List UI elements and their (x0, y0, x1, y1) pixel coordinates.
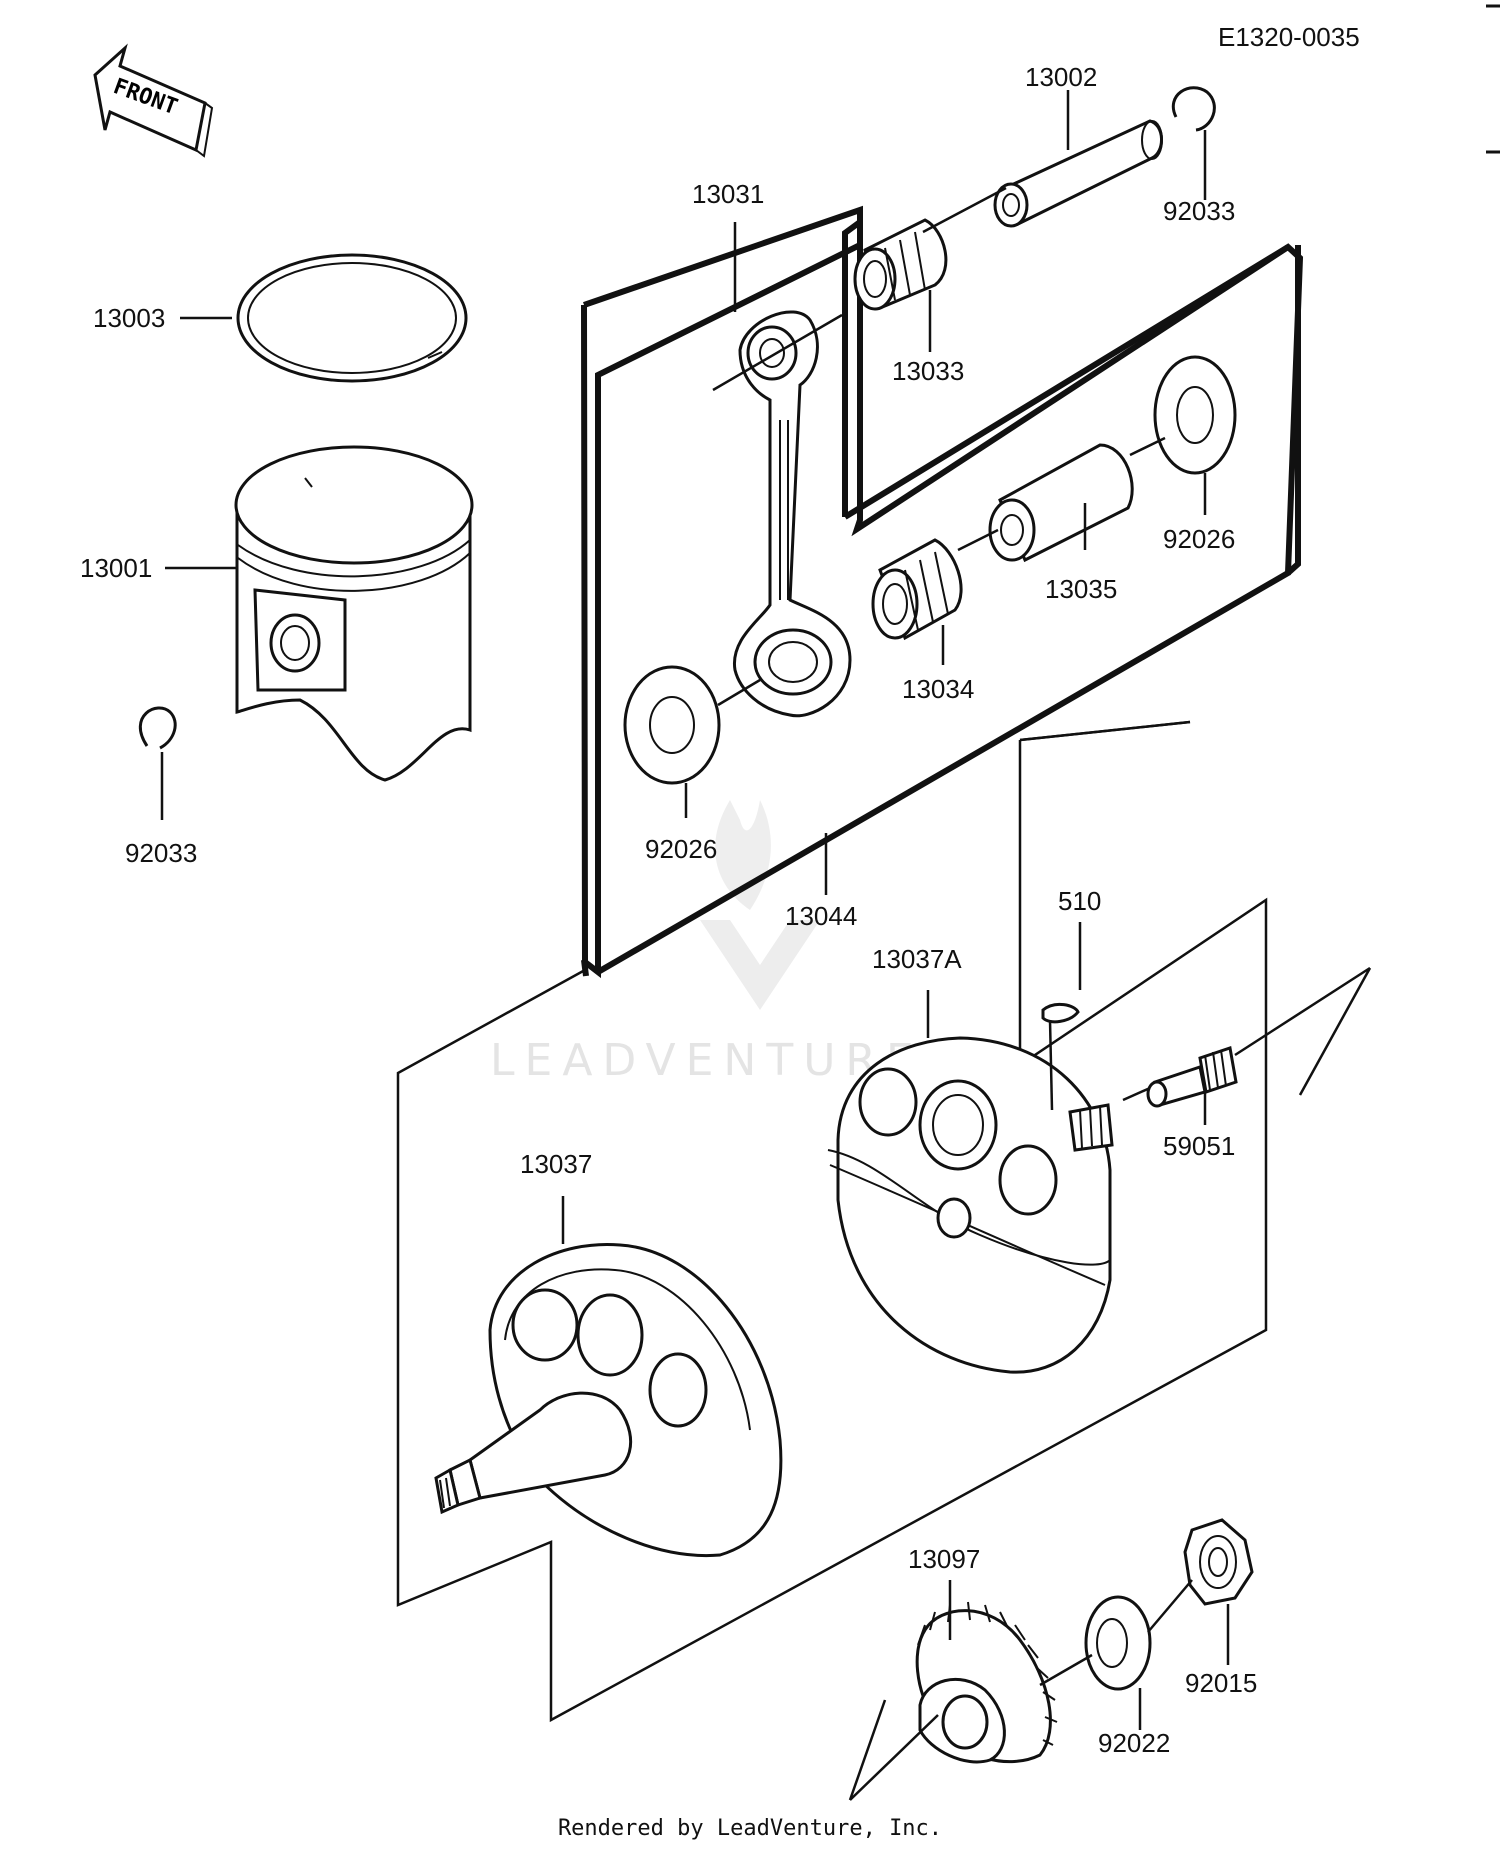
part-label-92033-right: 92033 (1163, 196, 1235, 226)
part-label-13003: 13003 (93, 303, 165, 333)
thrust-washer-92026-right (1153, 355, 1237, 475)
part-labels: 13002 92033 13031 13003 13033 13001 9202… (80, 62, 1257, 1758)
part-label-13037A: 13037A (872, 944, 962, 974)
lock-washer-92022 (1084, 1595, 1152, 1691)
pinion-59051 (1146, 1046, 1238, 1108)
part-label-92015: 92015 (1185, 1668, 1257, 1698)
circlip-92033-right (1172, 86, 1216, 132)
part-label-92033-left: 92033 (125, 838, 197, 868)
crank-half-13037 (434, 1242, 783, 1558)
needle-bearing-13034 (871, 538, 963, 641)
part-label-92026-left: 92026 (645, 834, 717, 864)
nut-92015 (1183, 1518, 1254, 1606)
key-510 (1041, 1002, 1080, 1024)
needle-bearing-13033 (853, 218, 948, 311)
part-label-13037: 13037 (520, 1149, 592, 1179)
leadventure-watermark: LEADVENTURE (490, 800, 924, 1086)
part-label-13035: 13035 (1045, 574, 1117, 604)
gear-13097 (915, 1601, 1058, 1764)
part-label-13097: 13097 (908, 1544, 980, 1574)
thrust-washer-92026-left (623, 665, 721, 785)
footer-credit: Rendered by LeadVenture, Inc. (557, 1816, 943, 1841)
leader-lines (160, 90, 1372, 1801)
part-label-13031: 13031 (692, 179, 764, 209)
part-label-510: 510 (1058, 886, 1101, 916)
crankpin-13035 (988, 443, 1134, 563)
part-label-59051: 59051 (1163, 1131, 1235, 1161)
part-label-13044: 13044 (785, 901, 857, 931)
diagram-code: E1320-0035 (1218, 22, 1360, 52)
circlip-92033-left (138, 706, 177, 750)
part-label-13001: 13001 (80, 553, 152, 583)
part-label-92022: 92022 (1098, 1728, 1170, 1758)
crank-half-13037A (827, 1036, 1114, 1374)
piston-ring-13003 (236, 253, 468, 383)
connecting-rod-13031 (732, 310, 852, 718)
piston-pin-13002 (993, 119, 1163, 228)
conrod-kit-outline (581, 205, 1304, 979)
part-label-13034: 13034 (902, 674, 974, 704)
piston-13001 (234, 445, 474, 782)
part-label-13002: 13002 (1025, 62, 1097, 92)
part-label-13033: 13033 (892, 356, 964, 386)
crankshaft-outline (396, 720, 1268, 1723)
watermark-text: LEADVENTURE (490, 1035, 924, 1086)
part-label-92026-right: 92026 (1163, 524, 1235, 554)
front-arrow-icon: FRONT (93, 43, 214, 158)
